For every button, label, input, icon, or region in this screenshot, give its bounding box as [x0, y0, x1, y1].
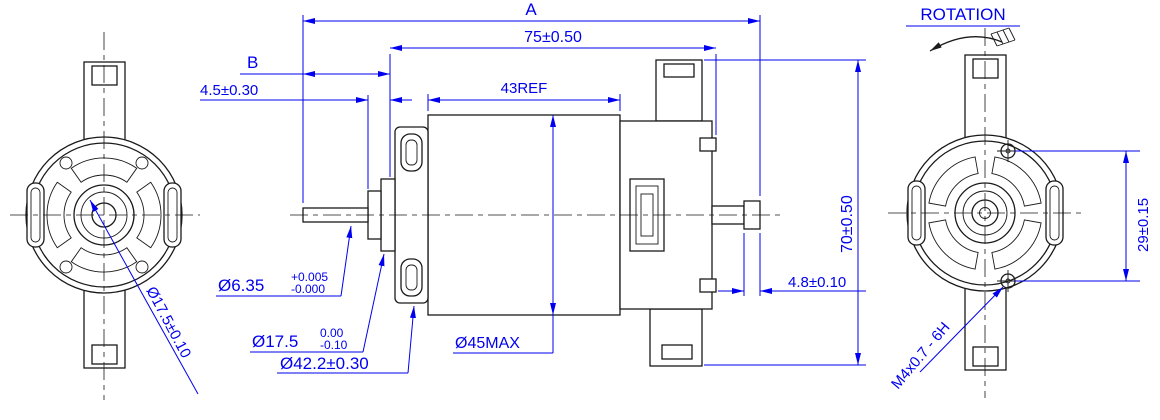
dim-422-label: Ø42.2±0.30 [280, 354, 369, 373]
rotation-label: ROTATION [920, 5, 1005, 24]
dim-75-label: 75±0.50 [524, 29, 582, 46]
extension-lines [302, 15, 1140, 366]
rear-clip-bottom [699, 278, 717, 293]
dim-48-label: 4.8±0.10 [788, 274, 846, 291]
dim-shaft-diameter: Ø6.35 +0.005 -0.000 [216, 225, 353, 297]
rear-view [888, 27, 1082, 398]
rear-clip-top [699, 137, 717, 152]
dim-thread-label: M4x0.7 - 6H [888, 319, 954, 393]
dim-front-boss-label: Ø17.5±0.10 [142, 284, 194, 361]
dim-b-label: B [247, 53, 258, 72]
dim-635-tol-lower: -0.000 [291, 282, 325, 296]
front-screw-holes [59, 156, 149, 274]
front-view [10, 32, 200, 400]
dim-635-label: Ø6.35 [218, 276, 264, 295]
front-view-tabs [83, 61, 126, 369]
dimension-layer: A 75±0.50 B 4.5±0.30 43REF 70±0.50 4.8±0… [89, 0, 1152, 395]
dim-boss-diameter: Ø17.5 0.00 -0.10 [250, 253, 385, 353]
side-view [290, 59, 782, 367]
rotation-arrow [929, 27, 1016, 52]
dim-70-label: 70±0.50 [839, 195, 856, 253]
dim-175-tol-upper: 0.00 [320, 326, 344, 340]
dim-175-tol-lower: -0.10 [320, 338, 348, 352]
dim-175-label: Ø17.5 [252, 332, 298, 351]
dim-45max-label: Ø45MAX [455, 335, 520, 352]
dim-635-tol-upper: +0.005 [291, 270, 328, 284]
terminal-towers [649, 59, 703, 367]
dim-pilot-diameter: Ø42.2±0.30 [277, 305, 416, 374]
rear-view-tabs [964, 54, 1007, 371]
front-vent-slots [46, 157, 162, 273]
dim-45-label: 4.5±0.30 [200, 82, 258, 99]
rotation-callout: ROTATION [906, 5, 1020, 27]
dim-overall-length-label: A [525, 0, 537, 19]
dim-29-label: 29±0.15 [1135, 198, 1152, 252]
front-plate-slots [400, 133, 423, 297]
dim-43ref-label: 43REF [501, 80, 548, 97]
rear-vent-slots [928, 156, 1042, 270]
